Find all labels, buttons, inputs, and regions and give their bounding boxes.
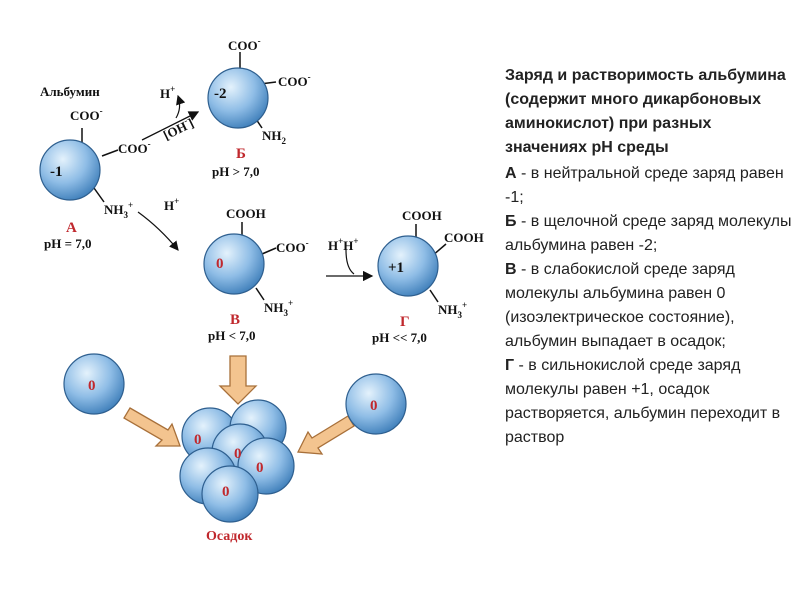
albumin-label: Альбумин xyxy=(40,84,100,99)
svg-text:NH3+: NH3+ xyxy=(104,200,133,220)
svg-text:COO-: COO- xyxy=(276,238,309,255)
svg-text:0: 0 xyxy=(370,398,378,414)
svg-text:H+H+: H+H+ xyxy=(328,236,359,253)
free-sphere-left: 0 xyxy=(63,353,125,415)
molecule-b: -2 COO- COO- NH2 Б pH > 7,0 xyxy=(207,36,311,179)
group-g1: COOH xyxy=(402,208,442,223)
arrow-a-to-v: H+ xyxy=(137,196,179,251)
svg-text:0: 0 xyxy=(222,484,230,500)
charge-v: 0 xyxy=(216,256,224,272)
svg-text:H+: H+ xyxy=(164,196,179,213)
group-a1: COO xyxy=(70,108,100,123)
group-g3: NH xyxy=(438,302,458,317)
letter-a: А xyxy=(66,220,77,236)
letter-v: В xyxy=(230,312,240,328)
letter-g: Г xyxy=(400,314,410,330)
item-a: А - в нейтральной среде заряд равен -1; xyxy=(505,165,784,206)
item-v: В - в слабокислой среде заряд молекулы а… xyxy=(505,261,735,350)
arrow-a-to-b: H+ [OH-] xyxy=(141,84,200,143)
svg-text:NH2: NH2 xyxy=(262,128,287,146)
ph-b: pH > 7,0 xyxy=(212,164,260,179)
molecule-a: -1 COO- COO- NH3+ А pH = 7,0 xyxy=(39,106,151,251)
svg-text:COO-: COO- xyxy=(278,72,311,89)
molecule-g: +1 COOH COOH NH3+ Г pH << 7,0 xyxy=(372,208,484,345)
charge-b: -2 xyxy=(214,86,227,102)
arrow-v-to-g: H+H+ xyxy=(326,236,374,282)
svg-text:NH3+: NH3+ xyxy=(438,300,467,320)
svg-text:0: 0 xyxy=(88,378,96,394)
big-arrow-left xyxy=(123,407,181,447)
charge-g: +1 xyxy=(388,260,404,276)
ph-g: pH << 7,0 xyxy=(372,330,427,345)
item-b: Б - в щелочной среде заряд молекулы альб… xyxy=(505,213,792,254)
svg-text:0: 0 xyxy=(234,446,242,462)
group-a2: COO xyxy=(118,141,148,156)
precipitate-label: Осадок xyxy=(206,529,253,544)
group-g2: COOH xyxy=(444,230,484,245)
big-arrow-down xyxy=(218,355,258,405)
group-v3: NH xyxy=(264,300,284,315)
letter-b: Б xyxy=(236,146,246,162)
svg-text:0: 0 xyxy=(194,432,202,448)
precipitate-cluster: 0 0 0 0 Осадок xyxy=(179,399,295,544)
svg-text:NH3+: NH3+ xyxy=(264,298,293,318)
sphere-a xyxy=(39,139,101,201)
charge-a: -1 xyxy=(50,164,63,180)
ph-a: pH = 7,0 xyxy=(44,236,92,251)
albumin-charge-diagram: Альбумин -1 COO- COO- NH3+ А pH = 7,0 -2… xyxy=(39,36,484,544)
svg-text:COO-: COO- xyxy=(118,139,151,156)
free-sphere-right: 0 xyxy=(345,373,407,435)
group-a3: NH xyxy=(104,202,124,217)
item-g: Г - в сильнокислой среде заряд молекулы … xyxy=(505,357,781,446)
sphere-v xyxy=(203,233,265,295)
group-b2: COO xyxy=(278,74,308,89)
svg-text:COO-: COO- xyxy=(228,36,261,53)
molecule-v: 0 COOH COO- NH3+ В pH < 7,0 xyxy=(203,206,309,343)
sphere-b xyxy=(207,67,269,129)
group-b1: COO xyxy=(228,38,258,53)
group-v1: COOH xyxy=(226,206,266,221)
panel-title: Заряд и растворимость альбумина (содержи… xyxy=(505,67,786,156)
big-arrow-right xyxy=(296,415,355,455)
group-b3: NH xyxy=(262,128,282,143)
group-v2: COO xyxy=(276,240,306,255)
svg-text:0: 0 xyxy=(256,460,264,476)
svg-text:H+: H+ xyxy=(160,84,175,101)
svg-text:COO-: COO- xyxy=(70,106,103,123)
sphere-g xyxy=(377,235,439,297)
description-panel: Заряд и растворимость альбумина (содержи… xyxy=(505,64,795,450)
svg-text:[OH-]: [OH-] xyxy=(160,113,196,142)
ph-v: pH < 7,0 xyxy=(208,328,256,343)
